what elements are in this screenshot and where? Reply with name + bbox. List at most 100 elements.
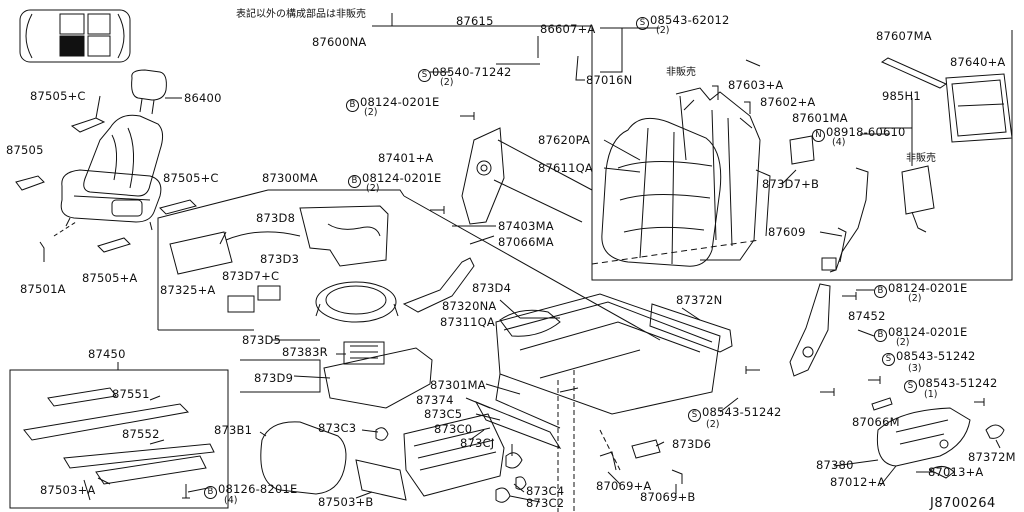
part-86400[interactable]: 86400 (184, 91, 222, 105)
qty-08543-51242-a: (3) (908, 363, 922, 374)
part-87609[interactable]: 87609 (768, 225, 806, 239)
part-873b1[interactable]: 873B1 (214, 423, 253, 437)
part-87505-a[interactable]: 87505+A (82, 271, 138, 285)
part-87607ma[interactable]: 87607MA (876, 29, 932, 43)
front-seat-icon (60, 114, 164, 231)
bracket-icon (402, 257, 475, 313)
part-87066ma[interactable]: 87066MA (498, 235, 554, 249)
part-87372m[interactable]: 87372M (968, 450, 1016, 464)
part-87069-a[interactable]: 87069+A (596, 479, 652, 493)
part-87505[interactable]: 87505 (6, 143, 44, 157)
not-sold-label-top: 非販売 (666, 67, 696, 78)
qty-08124-a: (2) (364, 107, 378, 118)
part-87503-a[interactable]: 87503+A (40, 483, 96, 497)
part-873d8[interactable]: 873D8 (256, 211, 296, 225)
part-87401-a[interactable]: 87401+A (378, 151, 434, 165)
part-873c2[interactable]: 873C2 (526, 496, 565, 510)
part-87505-c-a[interactable]: 87505+C (30, 89, 86, 103)
wire-harness-icon (225, 205, 389, 267)
qty-08124-c: (2) (908, 293, 922, 304)
part-87066m[interactable]: 87066M (852, 415, 900, 429)
screw-symbol: S (636, 17, 649, 30)
bolt-symbol: B (346, 99, 359, 112)
part-87383r[interactable]: 87383R (282, 345, 328, 359)
part-87620pa[interactable]: 87620PA (538, 133, 591, 147)
part-87372n[interactable]: 87372N (676, 293, 723, 307)
part-87311qa[interactable]: 87311QA (440, 315, 495, 329)
part-87601ma[interactable]: 87601MA (792, 111, 848, 125)
part-87374[interactable]: 87374 (416, 393, 454, 407)
part-87603-a[interactable]: 87603+A (728, 78, 784, 92)
part-87069-b[interactable]: 87069+B (640, 490, 696, 504)
part-87301ma[interactable]: 87301MA (430, 378, 486, 392)
headrest-icon (131, 69, 167, 115)
motor-unit-icon (403, 413, 505, 497)
part-87503-b[interactable]: 87503+B (318, 495, 374, 509)
part-87505-c-b[interactable]: 87505+C (163, 171, 219, 185)
part-87320na[interactable]: 87320NA (442, 299, 497, 313)
part-87300ma[interactable]: 87300MA (262, 171, 318, 185)
qty-08543-51242-c: (2) (706, 419, 720, 430)
part-873cj[interactable]: 873CJ (460, 436, 495, 450)
qty-08124-b: (2) (366, 183, 380, 194)
part-87403ma[interactable]: 87403MA (498, 219, 554, 233)
part-873c5[interactable]: 873C5 (424, 407, 463, 421)
part-87501a[interactable]: 87501A (20, 282, 66, 296)
part-87615[interactable]: 87615 (456, 14, 494, 28)
seat-back-cushion-icon (601, 117, 722, 267)
part-873d9[interactable]: 873D9 (254, 371, 294, 385)
rod-icon (493, 179, 583, 223)
part-873d3[interactable]: 873D3 (260, 252, 300, 266)
part-87611qa[interactable]: 87611QA (538, 161, 593, 175)
seat-belt-icon (821, 167, 869, 273)
belt-anchor-icon (789, 283, 831, 377)
part-873c4[interactable]: 873C4 (526, 484, 565, 498)
part-873c0[interactable]: 873C0 (434, 422, 473, 436)
part-873d6[interactable]: 873D6 (672, 437, 712, 451)
diagram-code: J8700264 (930, 496, 996, 511)
bolt-symbol: B (348, 175, 361, 188)
part-87013-a[interactable]: 87013+A (928, 465, 984, 479)
heater-ring-icon (315, 281, 399, 323)
part-87640-a[interactable]: 87640+A (950, 55, 1006, 69)
part-87452[interactable]: 87452 (848, 309, 886, 323)
rear-panel-icon (945, 73, 1013, 143)
mounting-plate-icon (355, 459, 407, 501)
part-87551[interactable]: 87551 (112, 387, 150, 401)
part-873d7-b[interactable]: 873D7+B (762, 177, 820, 191)
part-87600na[interactable]: 87600NA (312, 35, 367, 49)
sensor-mat-icon (169, 231, 233, 275)
part-873d4[interactable]: 873D4 (472, 281, 512, 295)
part-87380[interactable]: 87380 (816, 458, 854, 472)
part-985h1[interactable]: 985H1 (882, 89, 921, 103)
screw-symbol: S (688, 409, 701, 422)
part-87450[interactable]: 87450 (88, 347, 126, 361)
bolt-symbol: B (204, 486, 217, 499)
part-873d7-c[interactable]: 873D7+C (222, 269, 280, 283)
bolt-symbol: B (874, 285, 887, 298)
qty-08540-71242: (2) (440, 77, 454, 88)
part-87325-a[interactable]: 87325+A (160, 283, 216, 297)
part-87552[interactable]: 87552 (122, 427, 160, 441)
part-87602-a[interactable]: 87602+A (760, 95, 816, 109)
part-873d5[interactable]: 873D5 (242, 333, 282, 347)
control-module-icon (901, 165, 935, 233)
part-873c3[interactable]: 873C3 (318, 421, 357, 435)
screw-symbol: S (904, 380, 917, 393)
part-86607-a[interactable]: 86607+A (540, 22, 596, 36)
part-87012-a[interactable]: 87012+A (830, 475, 886, 489)
part-87016n[interactable]: 87016N (586, 73, 633, 87)
qty-08543-51242-b: (1) (924, 389, 938, 400)
